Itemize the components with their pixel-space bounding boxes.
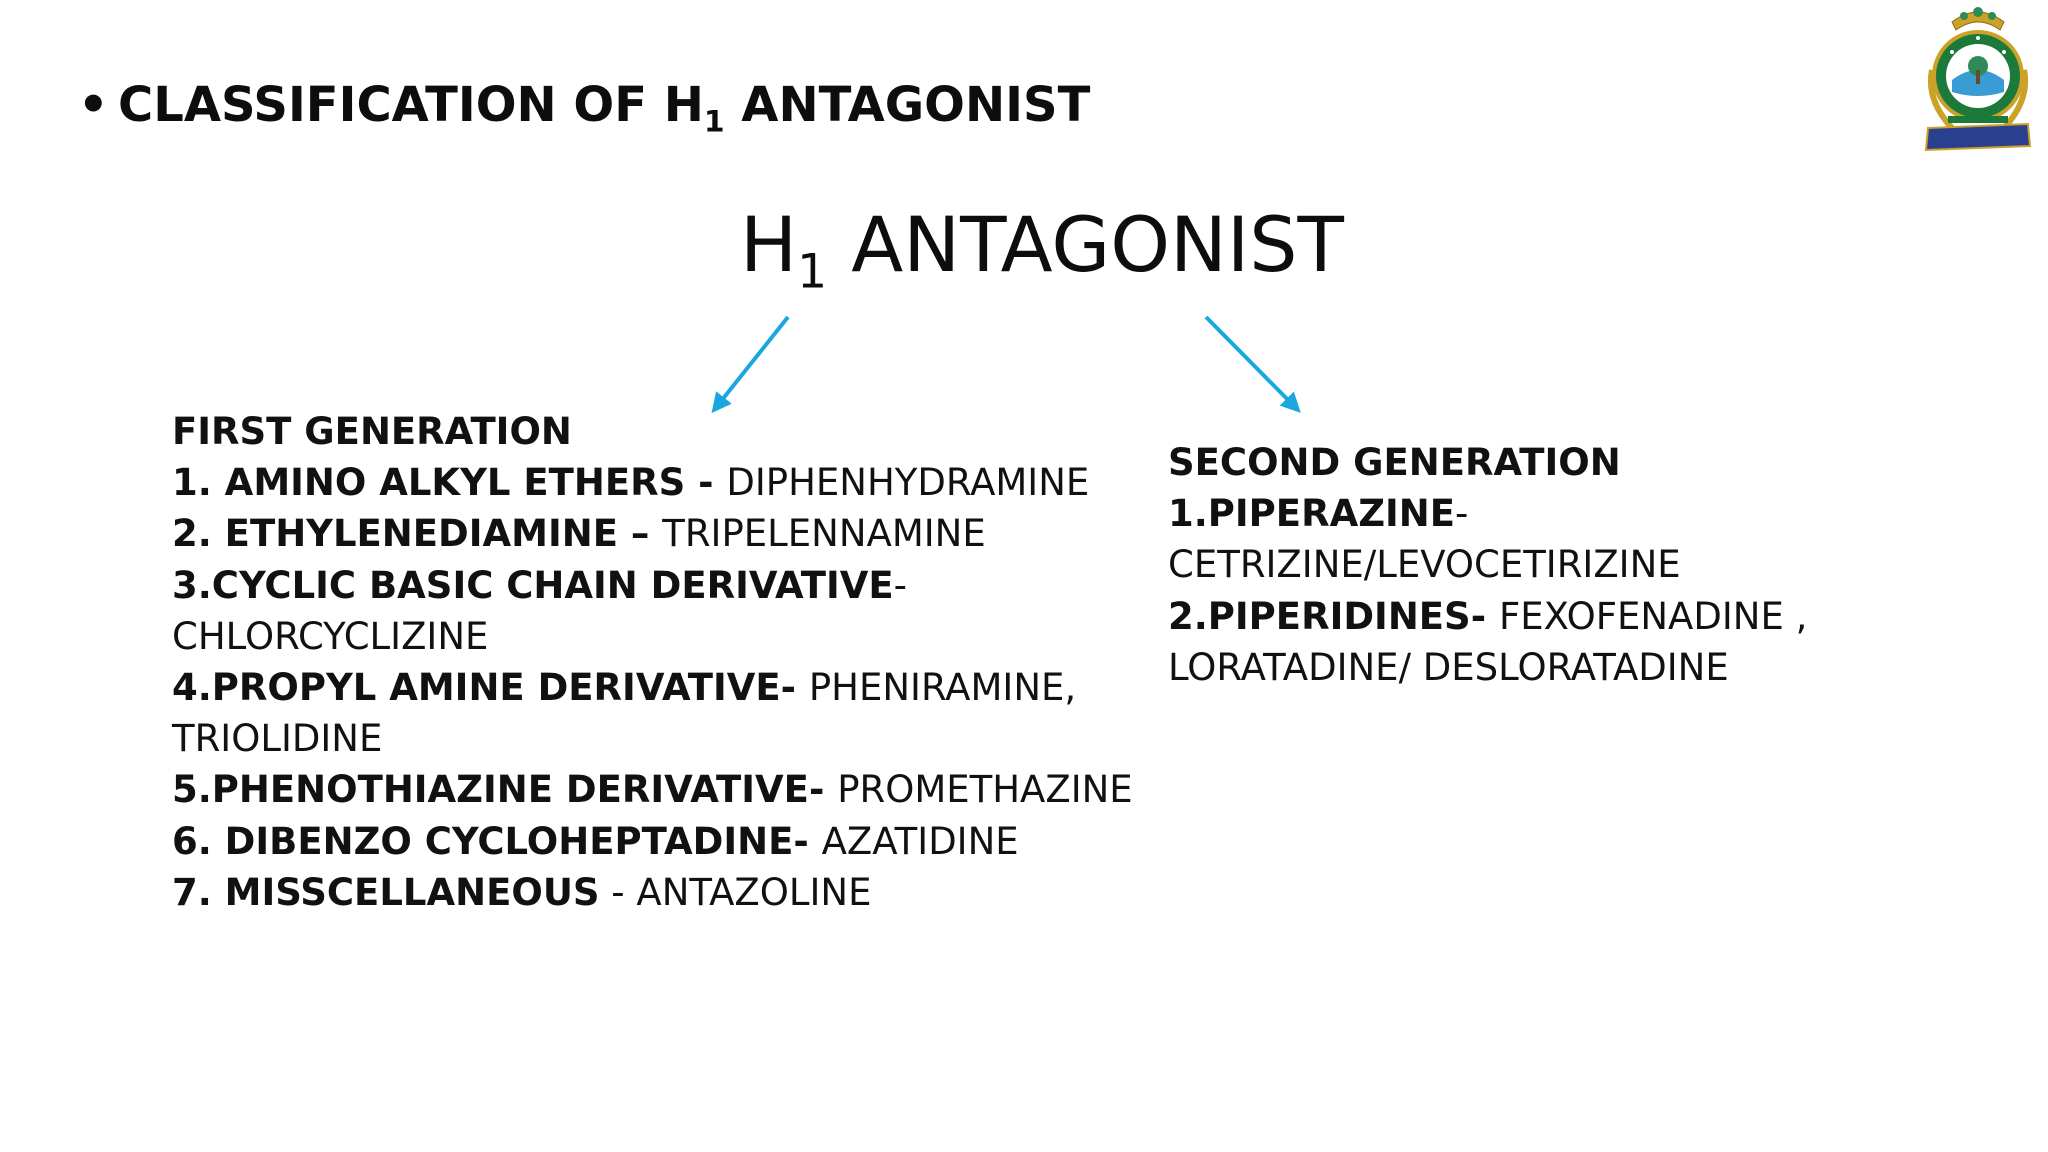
list-item: 1. AMINO ALKYL ETHERS - DIPHENHYDRAMINE xyxy=(172,457,1089,508)
diagram-root-title: H1 ANTAGONIST xyxy=(740,190,1344,300)
drug-name: - ANTAZOLINE xyxy=(599,870,872,914)
list-item: 6. DIBENZO CYCLOHEPTADINE- AZATIDINE xyxy=(172,816,1052,867)
list-item: 2. ETHYLENEDIAMINE – TRIPELENNAMINE xyxy=(172,508,1052,559)
class-name: 7. MISSCELLANEOUS xyxy=(172,870,600,914)
drug-name: PROMETHAZINE xyxy=(837,768,1133,812)
list-item-continuation: CETRIZINE/LEVOCETIRIZINE xyxy=(1168,543,1681,587)
heading-subscript: 1 xyxy=(703,104,725,140)
drug-name: PHENIRAMINE, xyxy=(808,666,1077,710)
slide-heading: •CLASSIFICATION OF H1 ANTAGONIST xyxy=(78,70,1090,140)
heading-text: CLASSIFICATION OF H xyxy=(118,77,704,133)
second-generation-title: SECOND GENERATION xyxy=(1168,441,1621,484)
heading-text-suffix: ANTAGONIST xyxy=(724,77,1091,133)
class-name: 5.PHENOTHIAZINE DERIVATIVE- xyxy=(172,768,838,812)
list-item-continuation: CHLORCYCLIZINE xyxy=(172,614,489,658)
list-item: 1.PIPERAZINE- xyxy=(1168,488,1808,539)
class-name: 6. DIBENZO CYCLOHEPTADINE- xyxy=(172,819,822,863)
root-title-subscript: 1 xyxy=(797,244,828,300)
drug-name: - xyxy=(893,563,908,607)
list-item: 3.CYCLIC BASIC CHAIN DERIVATIVE- xyxy=(172,560,1052,611)
class-name: 3.CYCLIC BASIC CHAIN DERIVATIVE xyxy=(172,563,894,607)
list-item: 4.PROPYL AMINE DERIVATIVE- PHENIRAMINE, xyxy=(172,662,1076,713)
root-title-suffix: ANTAGONIST xyxy=(827,200,1344,289)
bullet-icon: • xyxy=(78,77,109,133)
class-name: 2. ETHYLENEDIAMINE – xyxy=(172,512,663,556)
class-name: 1. AMINO ALKYL ETHERS - xyxy=(172,461,727,505)
list-item-continuation: LORATADINE/ DESLORATADINE xyxy=(1168,645,1729,689)
first-generation-title: FIRST GENERATION xyxy=(172,410,572,453)
left-branch-arrow-icon xyxy=(711,315,790,414)
drug-name: DIPHENHYDRAMINE xyxy=(726,461,1090,505)
second-generation-list: SECOND GENERATION 1.PIPERAZINE- CETRIZIN… xyxy=(1168,437,1808,693)
class-name: 1.PIPERAZINE xyxy=(1168,492,1456,536)
right-branch-arrow-icon xyxy=(1204,315,1301,413)
list-item: 2.PIPERIDINES- FEXOFENADINE , xyxy=(1168,591,1808,642)
drug-name: FEXOFENADINE , xyxy=(1498,594,1808,638)
drug-name: TRIPELENNAMINE xyxy=(662,512,986,556)
class-name: 4.PROPYL AMINE DERIVATIVE- xyxy=(172,666,809,710)
first-generation-list: FIRST GENERATION 1. AMINO ALKYL ETHERS -… xyxy=(172,406,1133,918)
drug-name: - xyxy=(1455,492,1469,536)
list-item: 7. MISSCELLANEOUS - ANTAZOLINE xyxy=(172,867,1052,918)
class-name: 2.PIPERIDINES- xyxy=(1168,594,1499,638)
root-title-text: H xyxy=(740,200,798,289)
drug-name: AZATIDINE xyxy=(821,819,1019,863)
institution-emblem-icon xyxy=(1924,7,2032,152)
list-item: 5.PHENOTHIAZINE DERIVATIVE- PROMETHAZINE xyxy=(172,764,1133,815)
list-item-continuation: TRIOLIDINE xyxy=(172,717,383,761)
